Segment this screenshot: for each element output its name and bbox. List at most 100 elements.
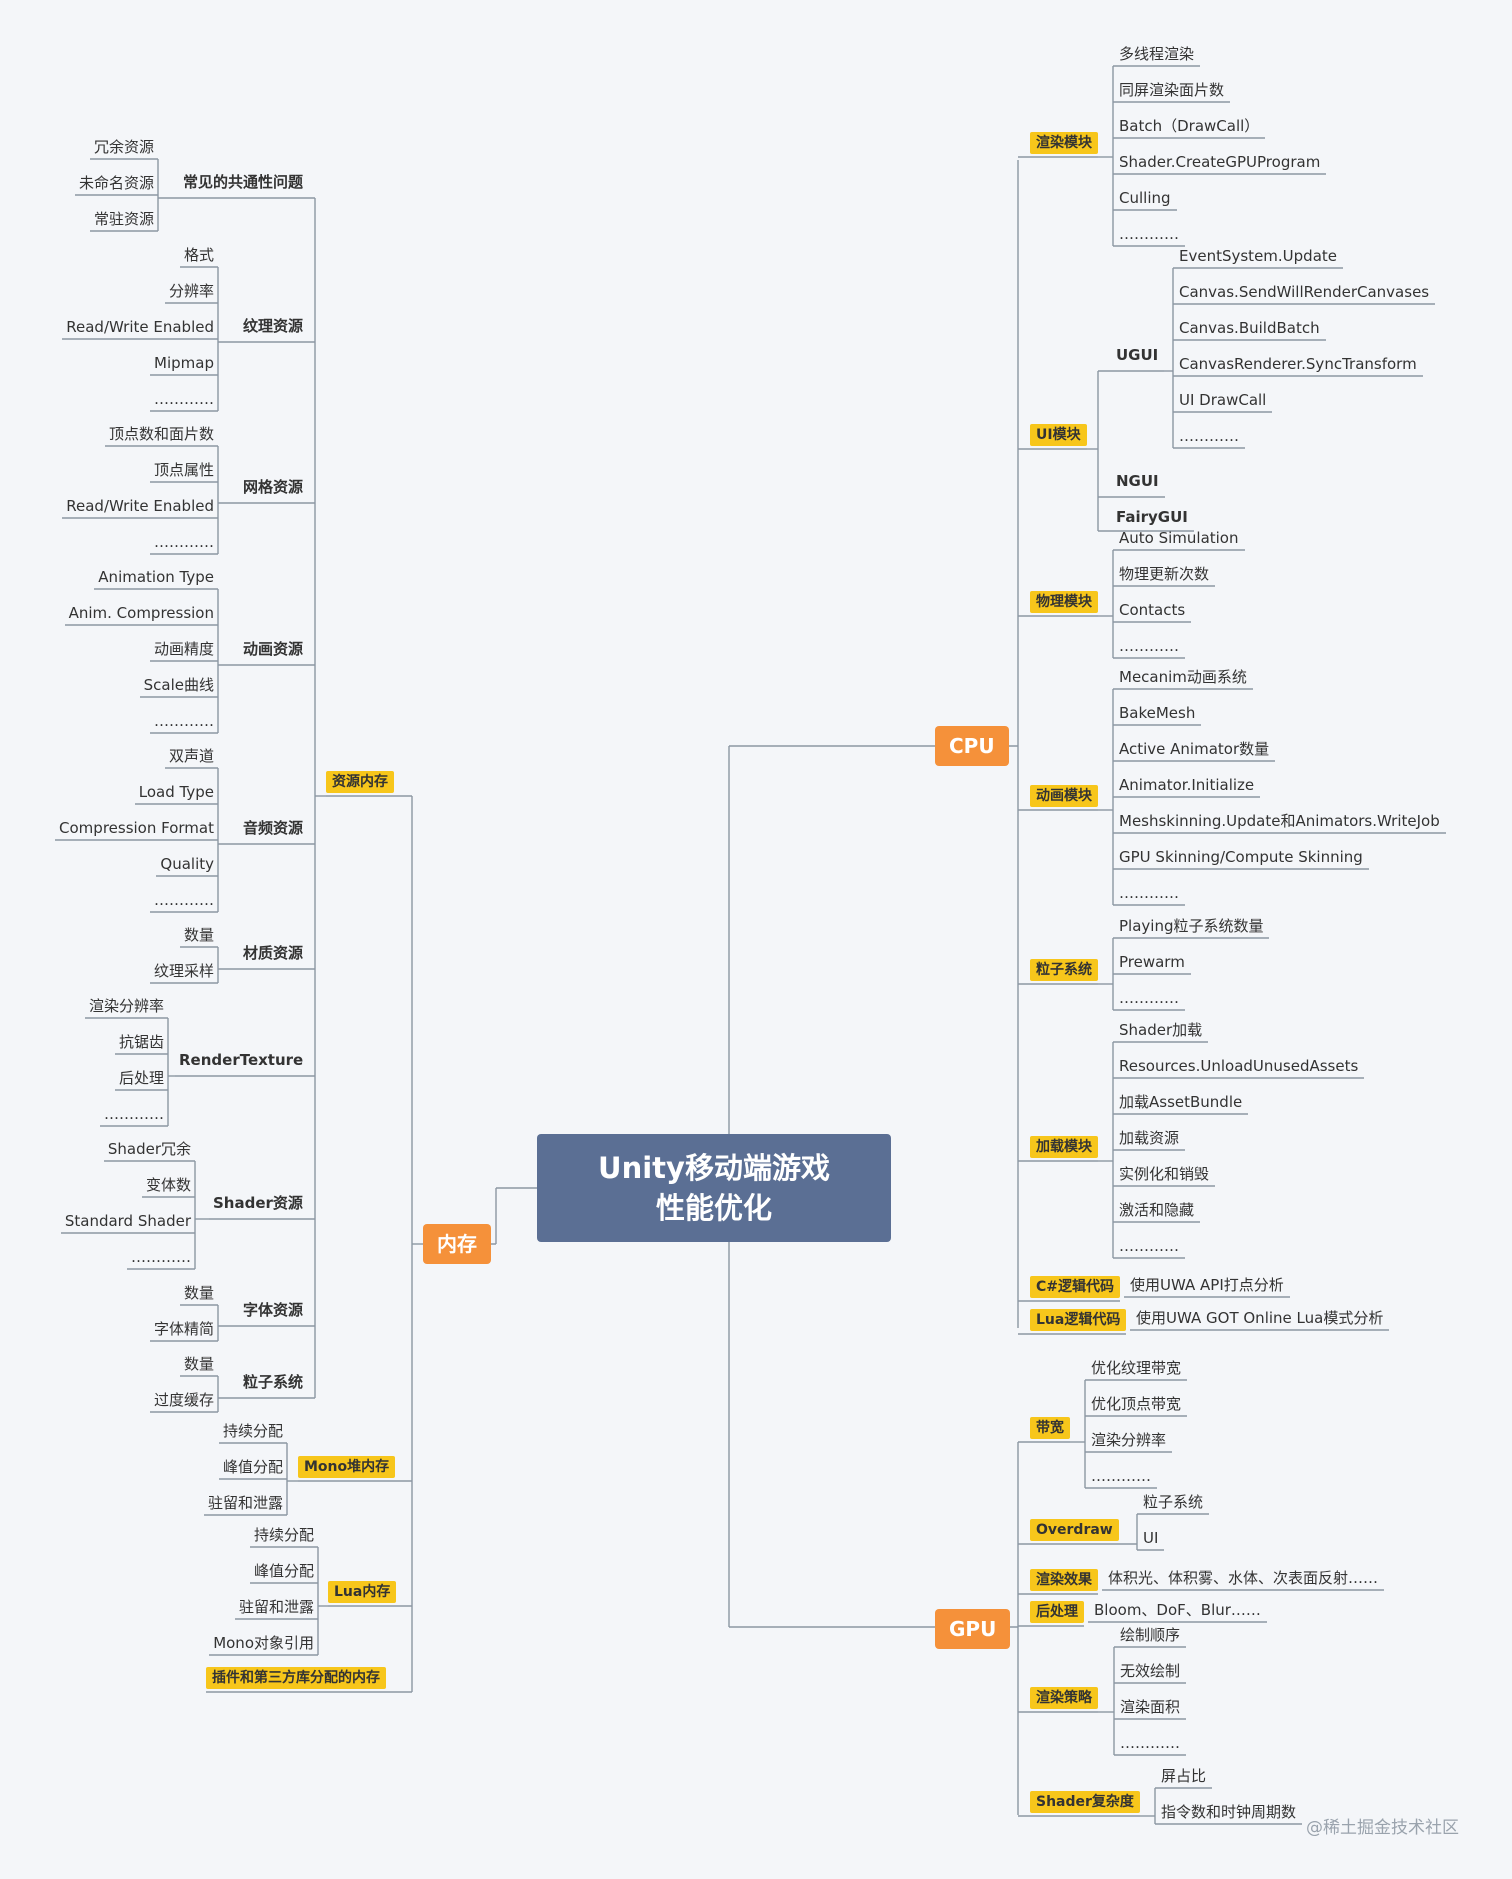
asset-item[interactable]: 数量 [183,1284,214,1302]
asset-item[interactable]: ………… [154,533,214,551]
asset-item[interactable]: 变体数 [145,1176,191,1194]
asset-group-label[interactable]: 音频资源 [243,819,304,837]
cpu-particle-item[interactable]: ………… [1119,989,1179,1007]
animation-module-item[interactable]: ………… [1119,884,1179,902]
asset-item[interactable]: Quality [160,855,214,873]
animation-module-item[interactable]: Mecanim动画系统 [1119,668,1247,686]
render-strategy-tag[interactable]: 渲染策略 [1030,1687,1098,1709]
loading-module-item[interactable]: 加载AssetBundle [1119,1093,1243,1111]
ugui-item[interactable]: Canvas.BuildBatch [1179,319,1320,337]
render-module-item[interactable]: Culling [1119,189,1171,207]
csharp-code-tag[interactable]: C#逻辑代码 [1030,1276,1121,1298]
loading-module-item[interactable]: ………… [1119,1237,1179,1255]
animation-module-item[interactable]: Meshskinning.Update和Animators.WriteJob [1119,812,1440,830]
shader-complexity-item[interactable]: 指令数和时钟周期数 [1161,1803,1297,1821]
render-effects-tag[interactable]: 渲染效果 [1030,1569,1098,1591]
shader-complexity-item[interactable]: 屏占比 [1161,1767,1207,1785]
physics-module-item[interactable]: ………… [1119,637,1179,655]
physics-module-item[interactable]: Auto Simulation [1119,529,1239,547]
asset-memory-tag[interactable]: 资源内存 [326,771,394,793]
physics-module-tag[interactable]: 物理模块 [1030,591,1098,613]
animation-module-item[interactable]: GPU Skinning/Compute Skinning [1119,848,1363,866]
render-strategy-item[interactable]: 无效绘制 [1120,1662,1181,1680]
render-strategy-item[interactable]: 渲染面积 [1120,1698,1181,1716]
ui-module-tag[interactable]: UI模块 [1030,424,1087,446]
lua-memory-item[interactable]: 持续分配 [253,1526,314,1544]
asset-item[interactable]: Standard Shader [64,1212,191,1230]
asset-item[interactable]: Anim. Compression [68,604,214,622]
asset-item[interactable]: ………… [154,891,214,909]
asset-item[interactable]: ………… [154,712,214,730]
post-process-item[interactable]: Bloom、DoF、Blur…… [1094,1601,1261,1619]
lua-memory-item[interactable]: Mono对象引用 [213,1634,314,1652]
render-module-item[interactable]: 同屏渲染面片数 [1119,81,1225,99]
asset-item[interactable]: 纹理采样 [153,962,214,980]
overdraw-item[interactable]: UI [1143,1529,1159,1547]
fairygui-label[interactable]: FairyGUI [1116,508,1188,526]
asset-item[interactable]: Load Type [138,783,214,801]
asset-item[interactable]: Shader冗余 [107,1140,191,1158]
root-node[interactable]: Unity移动端游戏 性能优化 [537,1134,891,1242]
asset-item[interactable]: Compression Format [59,819,214,837]
ugui-item[interactable]: CanvasRenderer.SyncTransform [1179,355,1417,373]
asset-item[interactable]: 抗锯齿 [118,1033,164,1051]
asset-item[interactable]: ………… [131,1248,191,1266]
asset-item[interactable]: 未命名资源 [78,174,154,192]
asset-group-label[interactable]: 粒子系统 [243,1373,304,1391]
mono-heap-item[interactable]: 驻留和泄露 [207,1494,283,1512]
asset-item[interactable]: Read/Write Enabled [66,318,214,336]
asset-item[interactable]: 过度缓存 [153,1391,214,1409]
bandwidth-item[interactable]: 优化顶点带宽 [1091,1395,1182,1413]
lua-memory-tag[interactable]: Lua内存 [328,1581,397,1603]
bandwidth-item[interactable]: ………… [1091,1467,1151,1485]
asset-item[interactable]: 渲染分辨率 [88,997,164,1015]
asset-item[interactable]: 双声道 [168,747,214,765]
asset-item[interactable]: 字体精简 [153,1320,214,1338]
ugui-item[interactable]: Canvas.SendWillRenderCanvases [1179,283,1430,301]
asset-item[interactable]: 顶点属性 [153,461,214,479]
asset-item[interactable]: 后处理 [118,1069,164,1087]
loading-module-item[interactable]: Resources.UnloadUnusedAssets [1119,1057,1359,1075]
ugui-item[interactable]: UI DrawCall [1179,391,1267,409]
overdraw-item[interactable]: 粒子系统 [1143,1493,1204,1511]
asset-group-label[interactable]: 常见的共通性问题 [183,173,304,191]
post-process-tag[interactable]: 后处理 [1030,1601,1084,1623]
physics-module-item[interactable]: 物理更新次数 [1119,565,1210,583]
asset-group-label[interactable]: 纹理资源 [243,317,304,335]
asset-item[interactable]: 动画精度 [153,640,214,658]
plugin-memory-tag[interactable]: 插件和第三方库分配的内存 [206,1667,386,1689]
ugui-item[interactable]: EventSystem.Update [1179,247,1337,265]
csharp-code-item[interactable]: 使用UWA API打点分析 [1130,1276,1284,1294]
animation-module-item[interactable]: BakeMesh [1119,704,1196,722]
asset-item[interactable]: 数量 [183,926,214,944]
asset-item[interactable]: 数量 [183,1355,214,1373]
cpu-particle-item[interactable]: Playing粒子系统数量 [1119,917,1264,935]
asset-group-label[interactable]: RenderTexture [179,1051,304,1069]
asset-item[interactable]: ………… [154,390,214,408]
memory-node[interactable]: 内存 [423,1224,491,1264]
cpu-node[interactable]: CPU [935,726,1009,766]
asset-item[interactable]: Read/Write Enabled [66,497,214,515]
asset-group-label[interactable]: 网格资源 [243,478,304,496]
loading-module-item[interactable]: 实例化和销毁 [1119,1165,1210,1183]
asset-group-label[interactable]: 字体资源 [243,1301,304,1319]
asset-item[interactable]: Animation Type [98,568,214,586]
ugui-label[interactable]: UGUI [1116,346,1159,364]
animation-module-item[interactable]: Active Animator数量 [1119,740,1270,758]
asset-item[interactable]: ………… [104,1105,164,1123]
ngui-label[interactable]: NGUI [1116,472,1159,490]
render-effects-item[interactable]: 体积光、体积雾、水体、次表面反射…… [1108,1569,1379,1587]
render-strategy-item[interactable]: 绘制顺序 [1120,1626,1181,1644]
ugui-item[interactable]: ………… [1179,427,1239,445]
loading-module-tag[interactable]: 加载模块 [1030,1136,1098,1158]
render-module-item[interactable]: 多线程渲染 [1119,45,1195,63]
mono-heap-tag[interactable]: Mono堆内存 [298,1456,396,1478]
bandwidth-tag[interactable]: 带宽 [1030,1417,1070,1439]
animation-module-tag[interactable]: 动画模块 [1030,785,1098,807]
asset-item[interactable]: Scale曲线 [143,676,214,694]
render-module-item[interactable]: ………… [1119,225,1179,243]
asset-group-label[interactable]: 材质资源 [243,944,304,962]
asset-item[interactable]: 常驻资源 [93,210,154,228]
lua-code-item[interactable]: 使用UWA GOT Online Lua模式分析 [1136,1309,1384,1327]
mono-heap-item[interactable]: 峰值分配 [222,1458,283,1476]
